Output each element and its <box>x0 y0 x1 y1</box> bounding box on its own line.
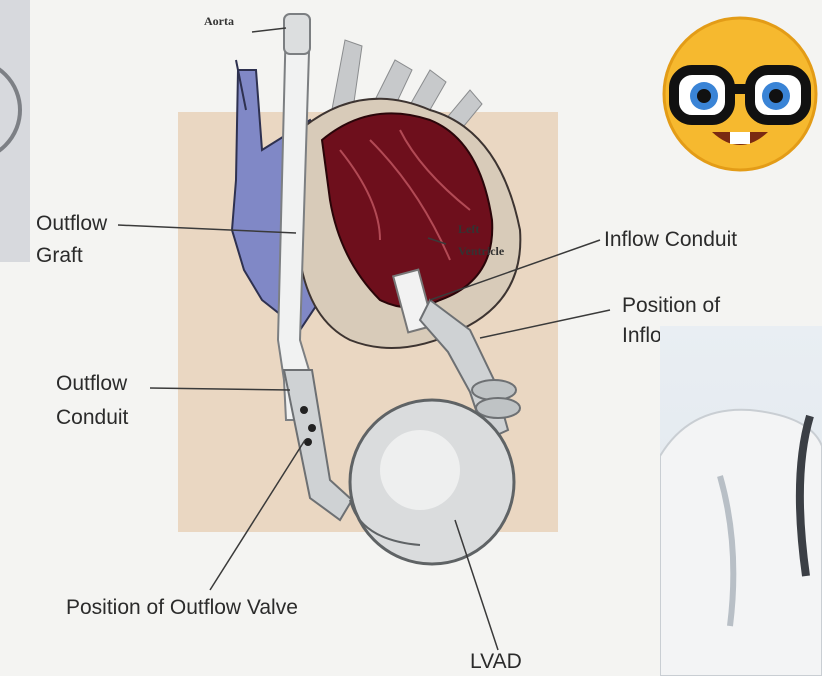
label-lvad: LVAD <box>470 648 522 675</box>
label-outflow-conduit-line2: Conduit <box>56 404 128 431</box>
label-outflow-graft-line1: Outflow <box>36 210 107 237</box>
label-position-of-outflow-valve: Position of Outflow Valve <box>66 594 298 621</box>
label-aorta: Aorta <box>204 14 234 28</box>
nerd-face-emoji-icon <box>660 14 820 174</box>
label-position-of-inflow-line2: Inflo <box>622 322 662 349</box>
label-left-ventricle-line1: Left <box>458 222 479 236</box>
label-left-ventricle-line2: Ventricle <box>458 244 504 258</box>
label-outflow-graft-line2: Graft <box>36 242 83 269</box>
label-position-of-inflow-line1: Position of <box>622 292 720 319</box>
doctor-figure <box>660 326 822 676</box>
label-inflow-conduit: Inflow Conduit <box>604 226 737 253</box>
doctor-photo <box>660 326 822 676</box>
label-outflow-conduit-line1: Outflow <box>56 370 127 397</box>
